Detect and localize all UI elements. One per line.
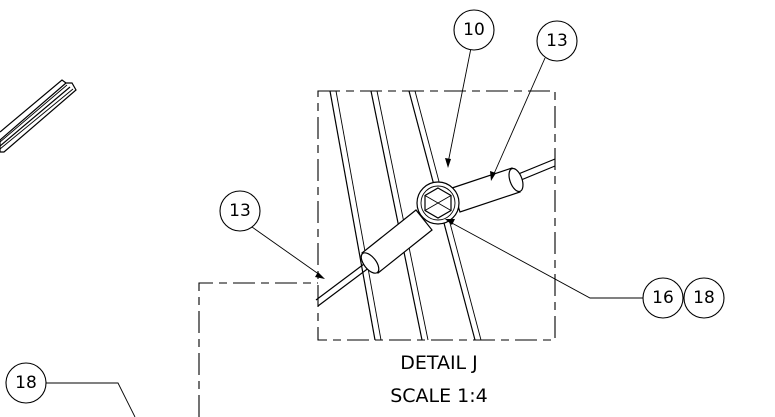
frame-tubes [329, 90, 482, 341]
bolt-assembly [416, 181, 460, 225]
balloon-16-label: 16 [652, 288, 674, 308]
balloon-16: 16 [642, 277, 684, 319]
detail-title: DETAIL J [400, 352, 478, 374]
balloon-18-right-label: 18 [693, 288, 715, 308]
balloon-13-left-label: 13 [229, 201, 251, 221]
balloon-10: 10 [453, 9, 495, 51]
sleeve-upper [451, 167, 524, 213]
leader-lines [44, 42, 643, 417]
sleeve-lower [360, 209, 433, 274]
detail-scale: SCALE 1:4 [390, 385, 488, 407]
balloon-18-bottom-label: 18 [15, 373, 37, 393]
balloon-13-top-label: 13 [546, 31, 568, 51]
detail-boundary [317, 90, 556, 341]
section-leader [198, 282, 318, 417]
rail-fragment [0, 79, 77, 153]
balloon-13-top: 13 [536, 20, 578, 62]
balloon-18-bottom: 18 [5, 362, 47, 404]
detail-caption: DETAIL J SCALE 1:4 [390, 352, 488, 407]
balloon-10-label: 10 [463, 20, 485, 40]
balloon-18-right: 18 [683, 277, 725, 319]
balloon-13-left: 13 [219, 190, 261, 232]
